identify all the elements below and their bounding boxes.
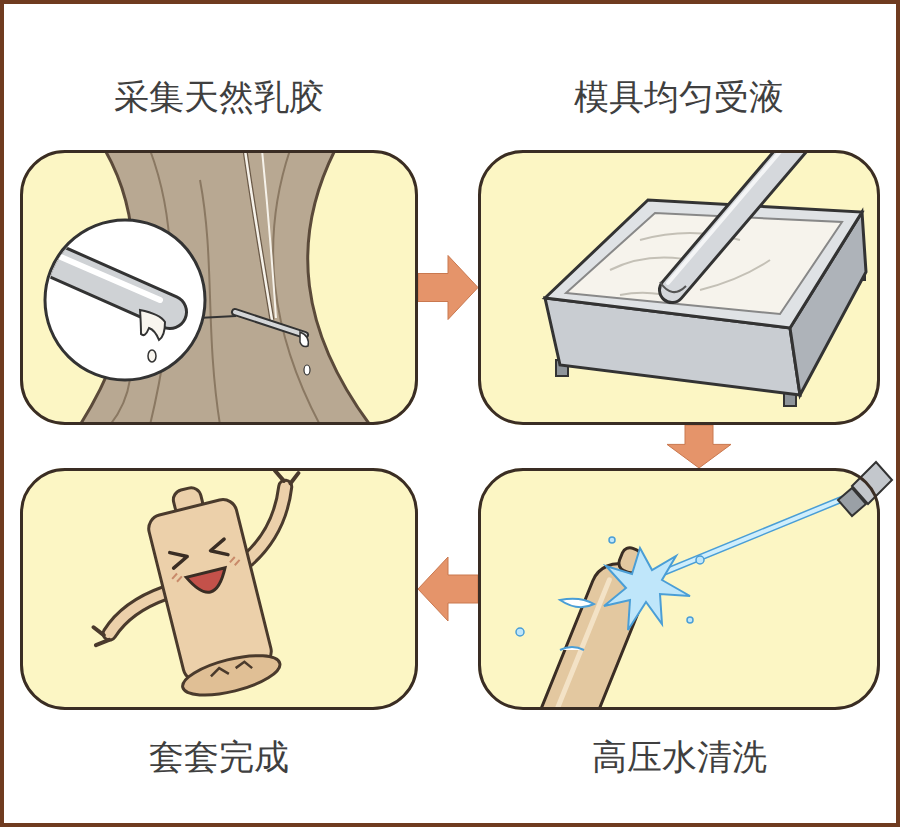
- rod-shine: [668, 150, 790, 283]
- mold-shine: [542, 580, 609, 710]
- panel-fill: [20, 468, 418, 710]
- panel-fill: [478, 468, 880, 710]
- magnified-tap: [30, 248, 170, 362]
- water-jet: [650, 498, 845, 578]
- eyes: [170, 539, 228, 568]
- latex-drop: [304, 365, 310, 375]
- flow-arrow: [418, 557, 478, 621]
- latex-drip: [245, 150, 272, 320]
- step-heading: 高压水清洗: [592, 737, 767, 777]
- blush: [171, 556, 241, 583]
- splash: [560, 599, 594, 650]
- tap-spout: [30, 250, 170, 312]
- latex-ring: [660, 282, 686, 292]
- tap-shine: [40, 248, 160, 300]
- rim: [179, 648, 284, 703]
- mouth: [186, 568, 230, 597]
- panel-fill: [20, 150, 418, 425]
- flow-arrow: [418, 256, 478, 320]
- latex-drop: [140, 310, 165, 340]
- step-heading: 采集天然乳胶: [114, 77, 324, 117]
- washing-scene: [516, 498, 845, 710]
- arm: [103, 593, 171, 634]
- step-heading: 套套完成: [149, 737, 289, 777]
- drop: [516, 628, 524, 636]
- process-panel: 高压水清洗: [478, 468, 880, 710]
- process-panel: 套套完成: [20, 468, 418, 710]
- mold-rod: [672, 150, 800, 290]
- tap-spout: [235, 312, 305, 335]
- tap-spout: [30, 250, 170, 312]
- mold-rod: [672, 150, 800, 290]
- process-panel: 采集天然乳胶: [20, 150, 418, 425]
- flow-arrow: [667, 425, 731, 468]
- water-jet: [650, 498, 845, 578]
- latex-drip: [262, 150, 276, 318]
- splash: [604, 548, 690, 630]
- latex-drop: [148, 350, 156, 362]
- nozzle-body: [852, 462, 892, 504]
- tap-spout: [235, 312, 305, 335]
- drop: [687, 617, 693, 623]
- dipping-tray: [545, 150, 866, 406]
- step-heading: 模具均匀受液: [574, 77, 784, 117]
- rim-mark: [209, 660, 252, 678]
- drop: [696, 556, 704, 564]
- arm: [103, 593, 171, 634]
- rubber-tree: [30, 150, 370, 425]
- drop: [609, 537, 615, 543]
- process-panel: 模具均匀受液: [478, 150, 880, 425]
- mascot: [65, 468, 346, 710]
- latex-drip: [245, 150, 272, 320]
- latex-drop: [300, 332, 308, 347]
